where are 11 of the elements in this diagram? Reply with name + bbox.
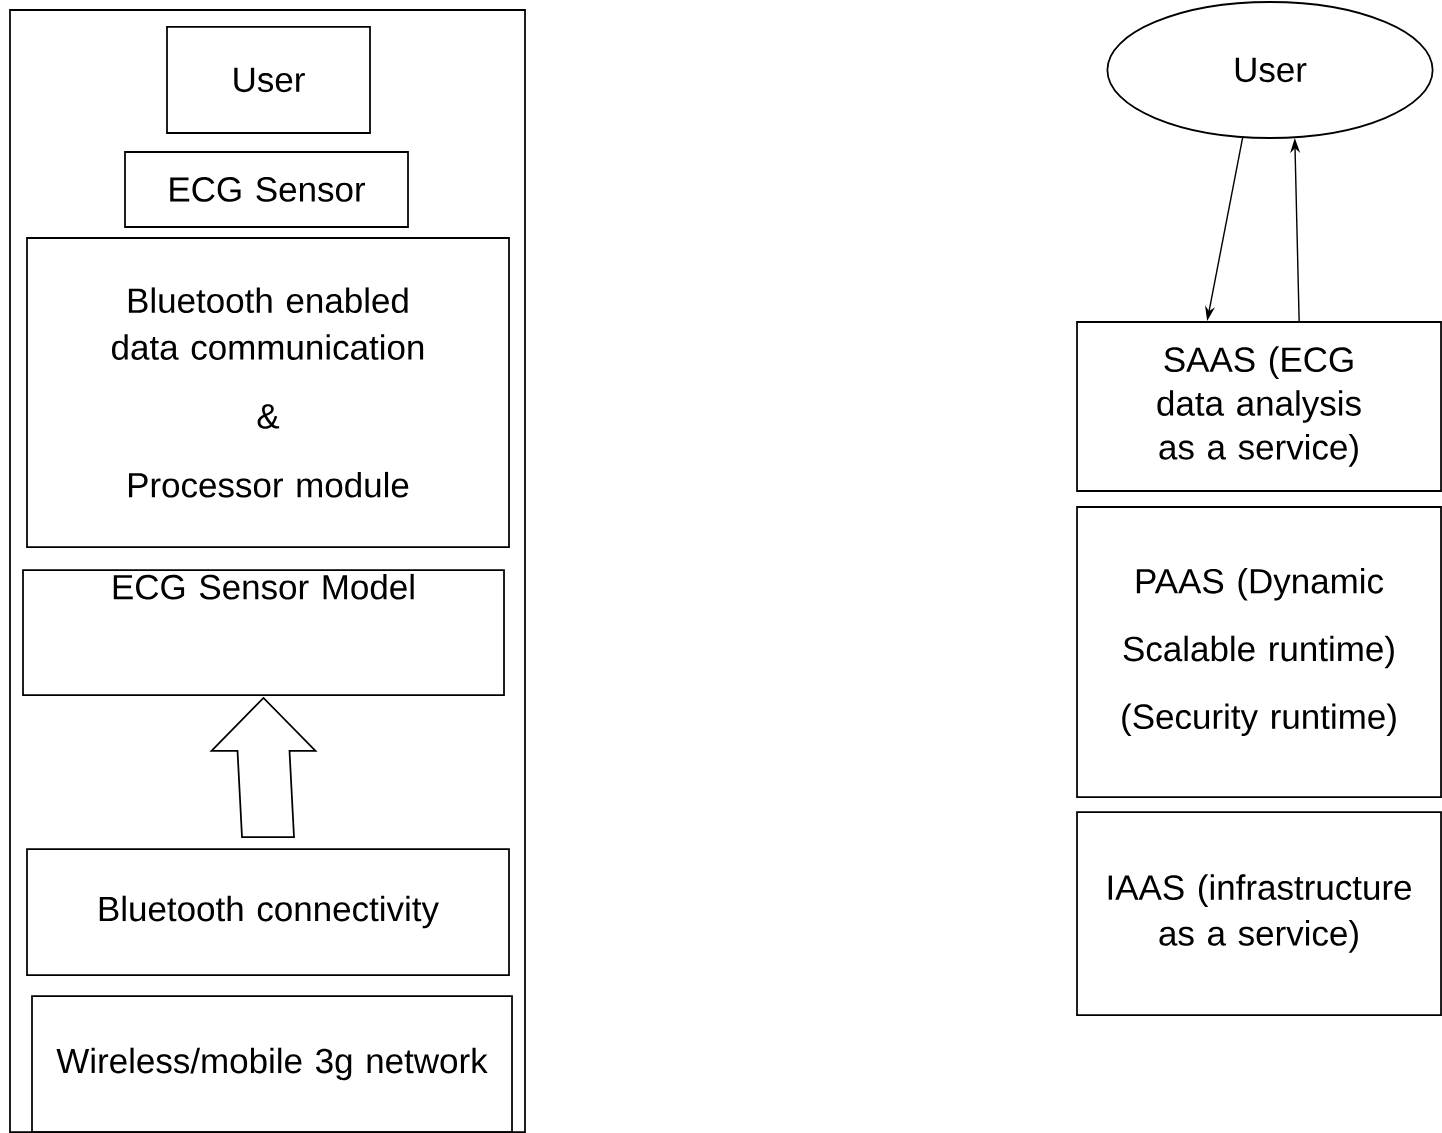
process-box: Wireless/mobile 3g network <box>31 995 513 1133</box>
process-box: ECG Sensor Model <box>22 569 505 696</box>
process-box: User <box>166 26 371 134</box>
process-box: PAAS (Dynamic Scalable runtime) (Security runtime) <box>1076 506 1442 798</box>
frame-box <box>9 9 526 1133</box>
process-box: SAAS (ECG data analysis as a service) <box>1076 321 1442 492</box>
block-arrow <box>209 696 318 838</box>
process-box: IAAS (infrastructure as a service) <box>1076 811 1442 1016</box>
process-box: Bluetooth enabled data communication & Processor module <box>26 237 510 548</box>
process-box: ECG Sensor <box>124 151 409 228</box>
process-box: Bluetooth connectivity <box>26 848 510 976</box>
